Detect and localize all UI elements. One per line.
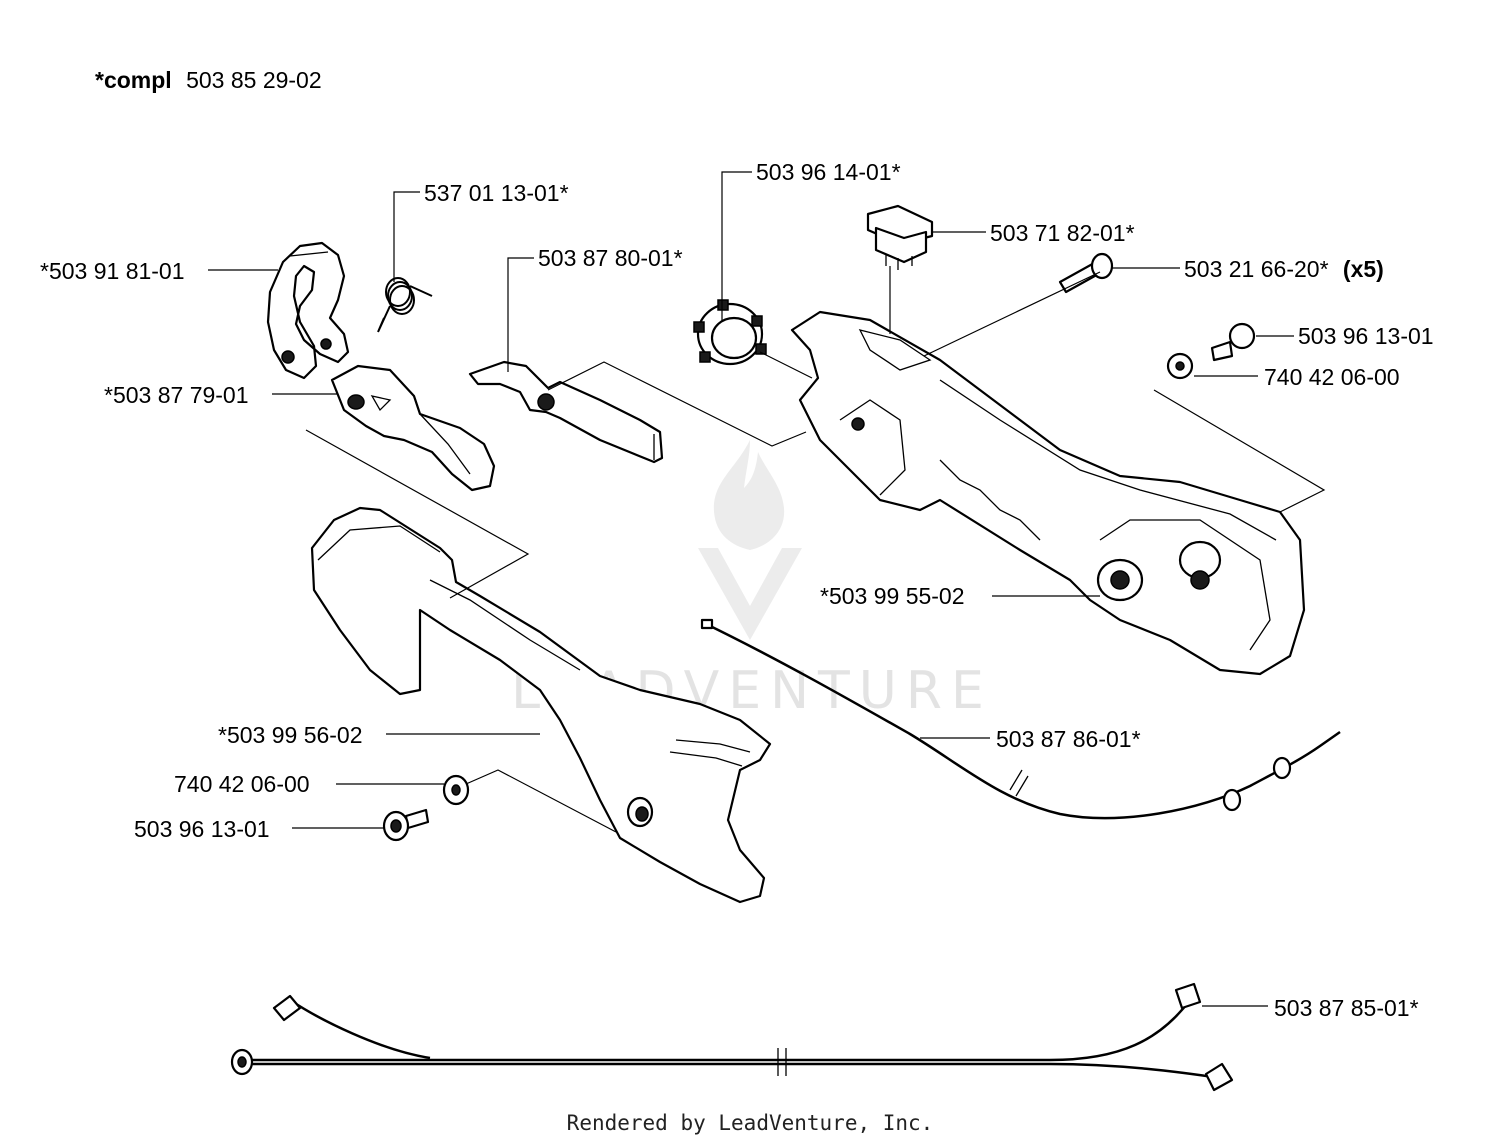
footer-credit: Rendered by LeadVenture, Inc. xyxy=(567,1111,934,1135)
label-503-21-66-20: 503 21 66-20* (x5) xyxy=(1184,256,1384,282)
label-503-87-86-01: 503 87 86-01* xyxy=(996,726,1141,752)
part-washer-bottom[interactable] xyxy=(442,774,470,806)
leader-lines xyxy=(208,171,1326,1007)
part-screw-bottom[interactable] xyxy=(382,808,430,842)
part-clip[interactable] xyxy=(266,241,350,380)
label-503-96-13-01-top: 503 96 13-01 xyxy=(1298,323,1434,349)
label-503-91-81-01: *503 91 81-01 xyxy=(40,258,185,284)
label-503-21-66-20-qty: (x5) xyxy=(1343,256,1384,282)
header-prefix: *compl xyxy=(95,67,172,93)
watermark-flame-icon xyxy=(713,440,785,550)
label-503-87-79-01: *503 87 79-01 xyxy=(104,382,249,408)
label-503-99-55-02: *503 99 55-02 xyxy=(820,583,965,609)
label-503-87-85-01: 503 87 85-01* xyxy=(1274,995,1419,1021)
label-740-42-06-00-bottom: 740 42 06-00 xyxy=(174,771,310,797)
assembly-header: *compl 503 85 29-02 xyxy=(95,67,322,93)
part-screw-x5[interactable] xyxy=(1058,252,1114,294)
watermark-v-icon xyxy=(698,548,802,640)
part-throttle-lever[interactable] xyxy=(330,364,496,492)
part-switch[interactable] xyxy=(866,204,934,270)
part-rear-handle[interactable] xyxy=(790,310,1306,676)
header-number: 503 85 29-02 xyxy=(186,67,322,93)
part-spring[interactable] xyxy=(377,277,433,333)
label-503-96-13-01-bottom: 503 96 13-01 xyxy=(134,816,270,842)
part-front-handle[interactable] xyxy=(310,506,772,904)
part-wire-harness[interactable] xyxy=(230,310,1234,1092)
part-labels: 537 01 13-01* *503 91 81-01 503 87 80-01… xyxy=(40,159,1434,1021)
label-503-87-80-01: 503 87 80-01* xyxy=(538,245,683,271)
part-trigger[interactable] xyxy=(468,360,664,464)
label-503-71-82-01: 503 71 82-01* xyxy=(990,220,1135,246)
label-503-21-66-20-number: 503 21 66-20* xyxy=(1184,256,1329,282)
part-screw-top[interactable] xyxy=(1210,322,1256,362)
part-throttle-cable[interactable] xyxy=(700,618,1341,820)
label-503-96-14-01: 503 96 14-01* xyxy=(756,159,901,185)
label-740-42-06-00-top: 740 42 06-00 xyxy=(1264,364,1400,390)
label-537-01-13-01: 537 01 13-01* xyxy=(424,180,569,206)
part-ring[interactable] xyxy=(693,299,767,366)
part-washer-top[interactable] xyxy=(1166,352,1194,380)
label-503-99-56-02: *503 99 56-02 xyxy=(218,722,363,748)
